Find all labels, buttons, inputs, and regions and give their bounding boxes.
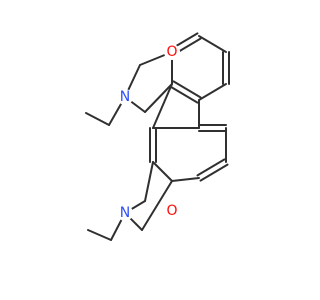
nitrogen-bottom-bg (117, 205, 133, 221)
bond-layer (85, 32, 230, 241)
bond-H-I (152, 161, 173, 182)
bond-D-E (198, 83, 227, 101)
bond-Et1b-Et2b (87, 229, 112, 241)
bond-M-I (171, 177, 200, 182)
bond-E-F-1 (172, 80, 202, 99)
bond-L-M-1 (196, 158, 226, 177)
bond-F-CH2t (144, 83, 173, 113)
oxygen-bottom-bg (164, 203, 180, 219)
oxygen-bottom-label: O (166, 203, 177, 219)
oxygen-top-label: O (166, 44, 177, 60)
bond-E-F-2 (169, 85, 199, 104)
bond-CH2on-I (141, 180, 173, 231)
bond-F-G (152, 83, 173, 129)
oxygen-top-bg (164, 44, 180, 60)
nitrogen-top-label: N (120, 89, 130, 105)
molecule-diagram: O N O N (85, 32, 230, 241)
bond-B-C (198, 35, 227, 53)
nitrogen-top-bg (117, 89, 133, 105)
bond-L-M-2 (199, 163, 229, 182)
atom-layer: O N O N (117, 44, 180, 221)
bond-Et1t-Et2t (85, 112, 110, 126)
nitrogen-bottom-label: N (120, 205, 130, 221)
bond-H-CH2b (144, 161, 154, 202)
